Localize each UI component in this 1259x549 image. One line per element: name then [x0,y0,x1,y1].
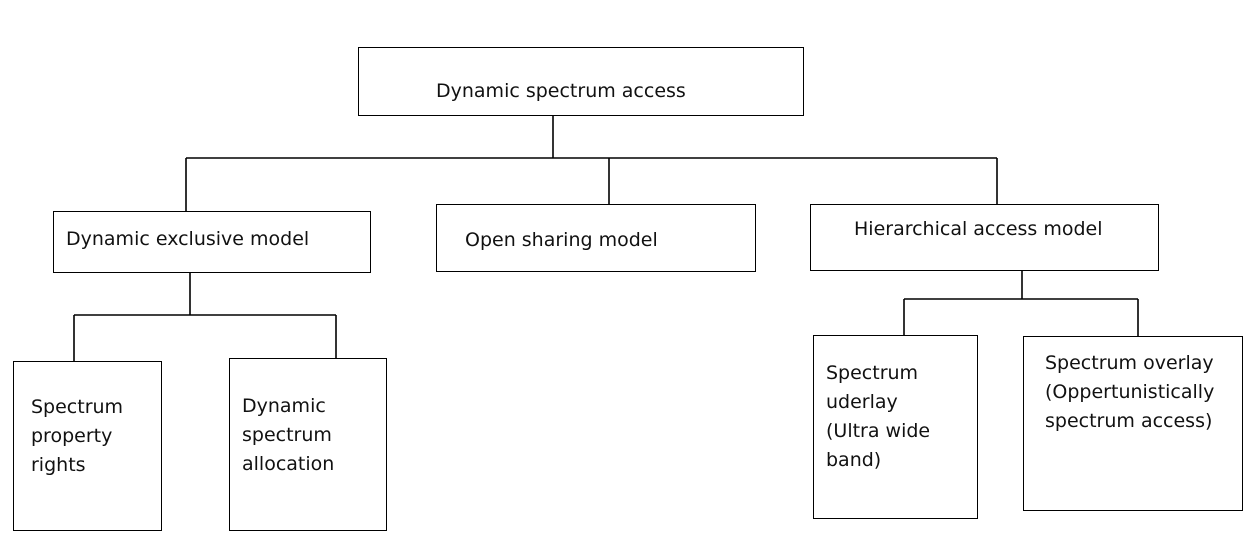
node-label: Spectrum overlay (Oppertunistically spec… [1045,352,1215,432]
node-label: Dynamic spectrum access [436,80,686,102]
node-label: Spectrum property rights [31,396,124,476]
node-dynamic-spectrum-access: Dynamic spectrum access [358,47,804,116]
node-label: Dynamic exclusive model [66,228,310,250]
node-open-sharing-model: Open sharing model [436,204,756,272]
node-dynamic-exclusive-model: Dynamic exclusive model [53,211,371,273]
node-label: Hierarchical access model [854,218,1103,240]
node-spectrum-underlay: Spectrum uderlay (Ultra wide band) [813,335,978,519]
node-spectrum-property-rights: Spectrum property rights [13,361,162,531]
node-label: Spectrum uderlay (Ultra wide band) [826,362,931,471]
node-label: Open sharing model [465,229,658,251]
node-spectrum-overlay: Spectrum overlay (Oppertunistically spec… [1023,336,1243,511]
node-label: Dynamic spectrum allocation [242,395,335,475]
node-hierarchical-access-model: Hierarchical access model [810,204,1159,271]
node-dynamic-spectrum-allocation: Dynamic spectrum allocation [229,358,387,531]
